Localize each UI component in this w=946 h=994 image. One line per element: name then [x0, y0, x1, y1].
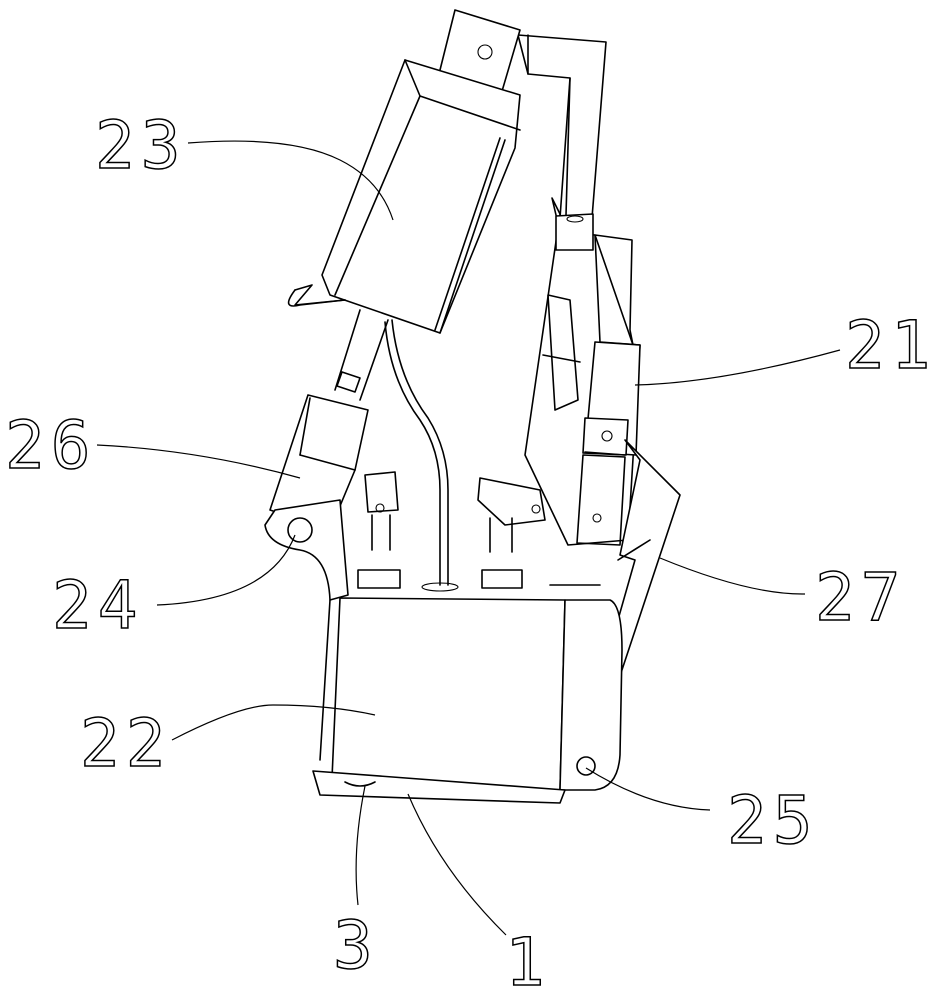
- upper-bracket: [517, 34, 607, 219]
- fittings: [357, 471, 546, 592]
- body-22: [319, 584, 623, 791]
- piston-rod: [334, 309, 449, 586]
- label-3: 3: [333, 907, 379, 984]
- mounting-plate-21: [524, 197, 641, 546]
- label-24: 24: [52, 567, 143, 644]
- block-26: [269, 394, 369, 531]
- cylinder-23: [287, 9, 521, 334]
- hinge-24: [264, 499, 349, 601]
- label-27: 27: [815, 559, 906, 636]
- label-23: 23: [95, 107, 186, 184]
- label-21: 21: [845, 307, 936, 384]
- label-22: 22: [80, 705, 171, 782]
- leader-lines: [96, 140, 841, 936]
- label-1: 1: [505, 924, 551, 994]
- label-25: 25: [727, 782, 818, 859]
- label-26: 26: [5, 407, 96, 484]
- base-plate-1: [312, 770, 566, 804]
